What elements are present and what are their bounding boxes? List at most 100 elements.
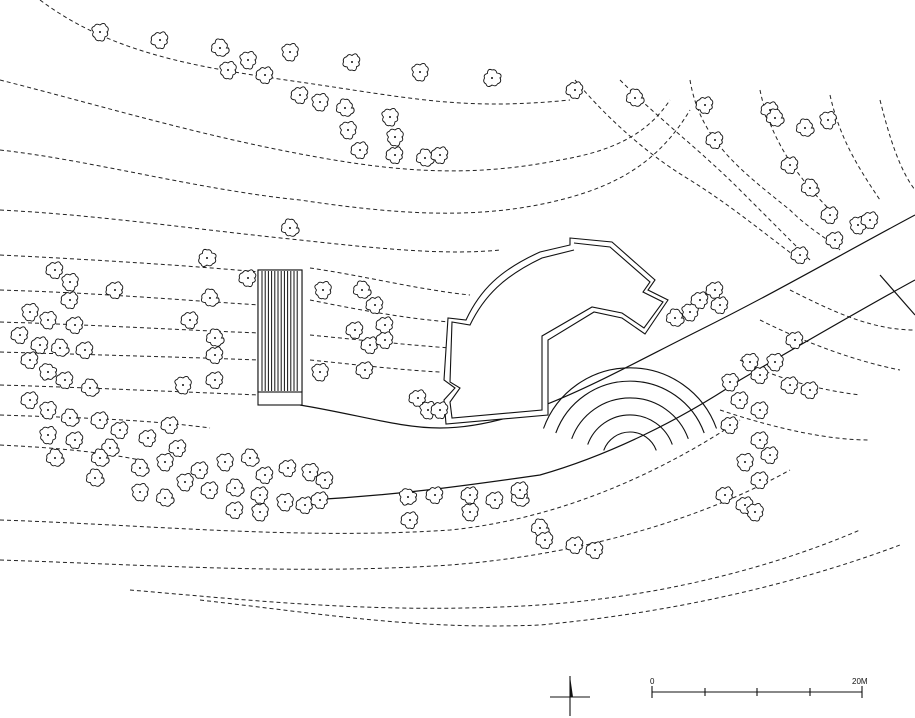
tree-icon [800, 381, 819, 400]
tree-icon [800, 178, 820, 197]
tree-icon [281, 43, 299, 62]
tree-icon [131, 483, 149, 502]
tree-icon [750, 401, 769, 420]
scale-start-label: 0 [650, 677, 655, 686]
tree-icon [705, 131, 724, 150]
scale-bar: 0 20M [650, 677, 868, 698]
contour-line [0, 444, 141, 461]
contour-line [309, 267, 471, 296]
tree-icon [156, 453, 174, 472]
tree-icon [625, 88, 645, 107]
tree-icon [690, 291, 709, 310]
tree-icon [411, 63, 429, 82]
tree-icon [460, 486, 479, 505]
tree-icon [381, 108, 399, 127]
tree-icon [352, 280, 372, 299]
tree-icon [585, 541, 604, 560]
tree-icon [350, 141, 369, 160]
tree-icon [430, 146, 449, 165]
tree-icon [820, 206, 839, 225]
tree-icon [251, 503, 269, 522]
main-building-outline [443, 237, 669, 425]
tree-icon [20, 351, 39, 370]
tree-icon [795, 118, 815, 137]
tree-icon [45, 261, 64, 280]
trees [10, 23, 879, 560]
tree-icon [65, 316, 84, 335]
tree-icon [278, 459, 297, 478]
amphitheatre-ring [571, 397, 689, 439]
tree-icon [715, 486, 734, 505]
tree-icon [75, 341, 94, 360]
contour-line [309, 299, 451, 323]
contour-line [0, 109, 691, 214]
tree-icon [483, 68, 502, 87]
tree-icon [168, 439, 187, 458]
tree-icon [21, 303, 39, 322]
contour-lines [0, 0, 915, 627]
pavilion-roof-slats [261, 271, 298, 391]
contour-line [829, 94, 881, 201]
tree-icon [39, 363, 58, 381]
tree-icon [461, 503, 479, 522]
tree-icon [85, 468, 105, 487]
tree-icon [280, 218, 300, 237]
tree-icon [565, 536, 584, 555]
contour-line [0, 384, 261, 396]
tree-icon [746, 503, 764, 522]
tree-icon [105, 281, 124, 300]
tree-icon [710, 296, 729, 315]
scale-end-label: 20M [852, 677, 868, 686]
tree-icon [399, 488, 418, 506]
tree-icon [61, 273, 79, 292]
tree-icon [100, 438, 120, 457]
tree-icon [20, 391, 39, 410]
north-arrow-icon [550, 676, 590, 716]
tree-icon [760, 446, 779, 465]
tree-icon [225, 501, 244, 520]
tree-icon [765, 108, 785, 127]
tree-icon [190, 461, 209, 480]
tree-icon [386, 128, 404, 147]
tree-icon [174, 376, 192, 395]
contour-line [39, 0, 571, 105]
tree-icon [219, 61, 237, 80]
tree-icon [255, 66, 274, 85]
tree-icon [205, 371, 224, 390]
tree-icon [705, 281, 724, 300]
tree-icon [750, 366, 769, 385]
tree-icon [55, 371, 74, 390]
tree-icon [311, 93, 329, 112]
tree-icon [720, 416, 739, 435]
tree-icon [860, 211, 879, 230]
tree-icon [375, 316, 394, 335]
tree-icon [30, 336, 49, 355]
tree-icon [730, 391, 749, 410]
tree-icon [250, 486, 269, 505]
amphitheatre-ring [587, 414, 673, 445]
tree-icon [565, 81, 584, 100]
tree-icon [295, 496, 314, 515]
tree-icon [335, 98, 355, 117]
main-building [443, 237, 669, 425]
tree-icon [790, 246, 809, 265]
contour-line [0, 254, 261, 273]
tree-icon [695, 96, 714, 115]
tree-icon [311, 363, 329, 382]
tree-icon [415, 148, 435, 167]
contour-line [574, 79, 801, 261]
tree-icon [205, 328, 225, 347]
tree-icon [50, 338, 70, 357]
tree-icon [485, 491, 504, 510]
amphitheatre-ring [542, 367, 718, 429]
amphitheatre-ring [555, 380, 705, 434]
contour-line [0, 79, 671, 172]
contour-line [759, 319, 901, 371]
tree-icon [238, 269, 257, 288]
tree-icon [721, 373, 739, 392]
tree-icon [345, 321, 364, 340]
tree-icon [339, 121, 357, 140]
tree-icon [385, 146, 404, 165]
pavilion-building [257, 269, 303, 406]
tree-icon [90, 411, 109, 430]
